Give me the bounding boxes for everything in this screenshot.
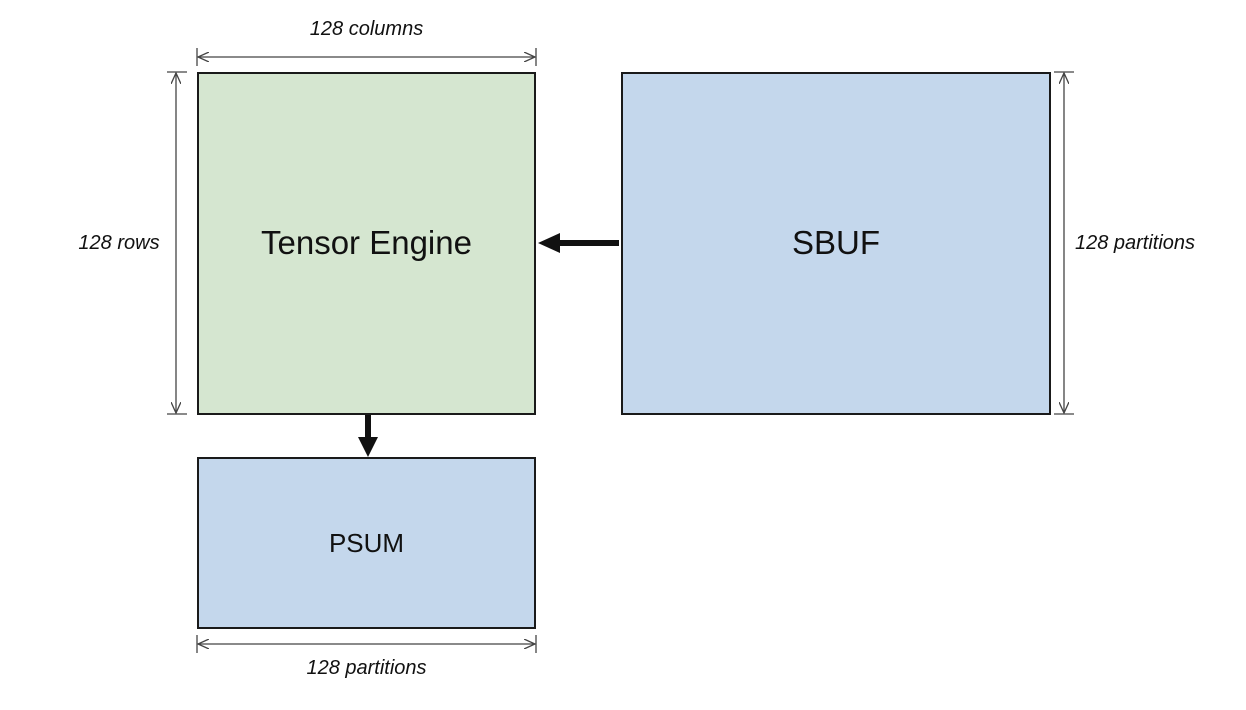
sbuf-to-tensor-engine-arrow [538,233,619,253]
sbuf-partitions-dimension-line [1054,71,1074,415]
sbuf-box: SBUF [621,72,1051,415]
columns-dimension-label: 128 columns [309,18,424,40]
rows-dimension-line [167,71,187,415]
sbuf-label: SBUF [791,223,880,261]
psum-box: PSUM [197,457,536,629]
psum-label: PSUM [328,527,405,558]
rows-dimension-label: 128 rows [78,232,160,254]
psum-partitions-dimension-line [196,635,537,653]
tensor-engine-to-psum-arrow [358,412,378,457]
psum-partitions-dimension-label: 128 partitions [306,657,427,679]
tensor-engine-label: Tensor Engine [261,223,472,261]
sbuf-partitions-dimension-label: 128 partitions [1074,232,1196,254]
columns-dimension-line [196,48,537,66]
tensor-engine-box: Tensor Engine [197,72,536,415]
